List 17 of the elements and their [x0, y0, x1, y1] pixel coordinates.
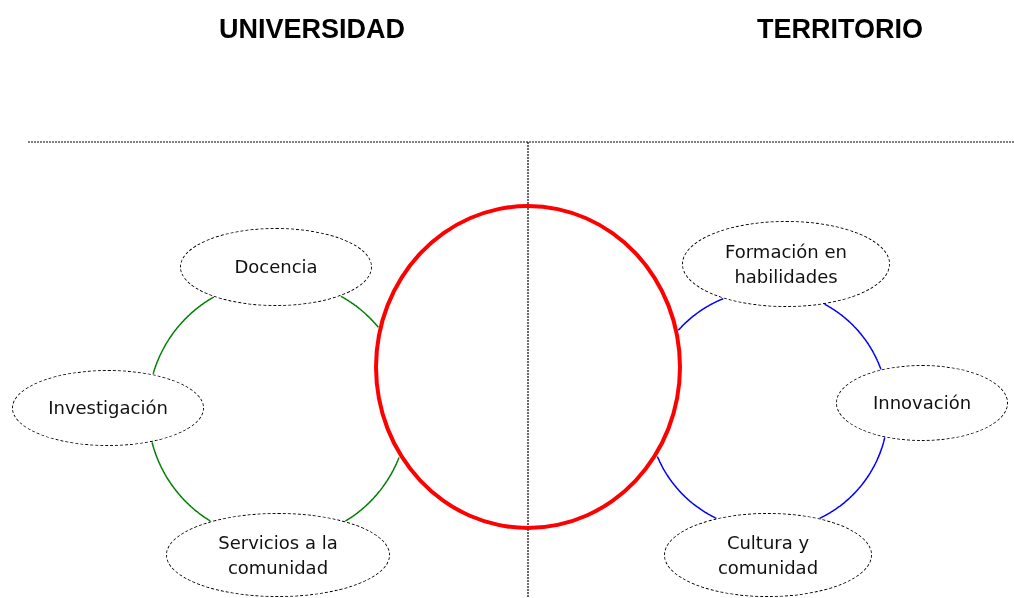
- connector-arc: [677, 297, 724, 332]
- connector-arc: [152, 296, 215, 375]
- connector-arc: [656, 455, 718, 520]
- column-heading: TERRITORIO: [757, 14, 923, 45]
- node-label: Servicios a la comunidad: [217, 530, 339, 580]
- intersection-circle: [374, 204, 682, 530]
- node-label: Cultura y comunidad: [716, 530, 820, 580]
- node-label: Innovación: [871, 391, 973, 416]
- column-heading: UNIVERSIDAD: [219, 14, 405, 45]
- node-label: Formación en habilidades: [724, 239, 848, 289]
- connector-arc: [151, 441, 212, 522]
- connector-arc: [823, 303, 882, 371]
- connector-arc: [344, 456, 400, 522]
- node-label: Docencia: [233, 255, 319, 280]
- connector-arc: [340, 295, 380, 329]
- node-label: Investigación: [47, 396, 169, 421]
- connector-arc: [818, 436, 886, 520]
